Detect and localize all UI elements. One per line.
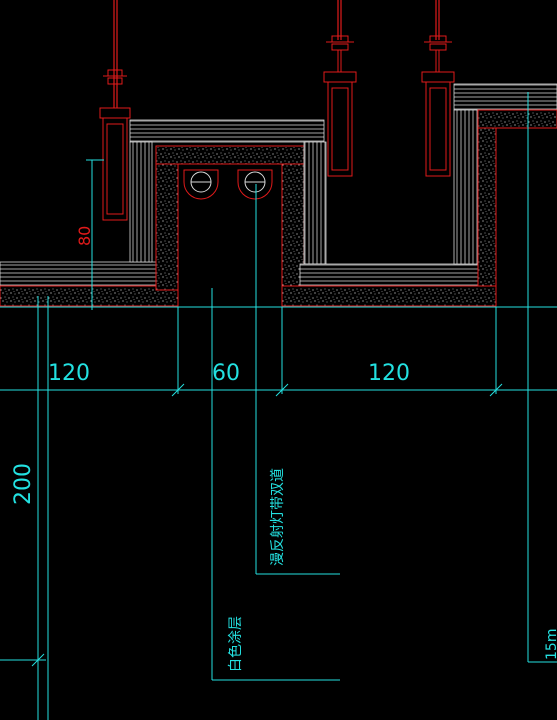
dimension-lines: [0, 92, 557, 720]
note-light-strip: 漫反射灯带双道: [270, 468, 286, 566]
dimension-label-120-right: 120: [368, 361, 410, 386]
dimension-label-200: 200: [11, 463, 36, 505]
hanger-middle: [323, 0, 357, 177]
dimension-label-120-left: 120: [48, 361, 90, 386]
dimension-label-60: 60: [212, 361, 240, 386]
light-fixture-left: [183, 169, 219, 200]
hanger-right: [421, 0, 455, 177]
note-white-coating: 白色涂层: [227, 616, 244, 672]
dimension-label-80: 80: [75, 226, 94, 246]
note-partial-right: 15m: [544, 629, 557, 660]
ceiling-section: [0, 83, 557, 307]
hanger-left: [99, 0, 131, 221]
light-fixture-right: [237, 169, 273, 200]
